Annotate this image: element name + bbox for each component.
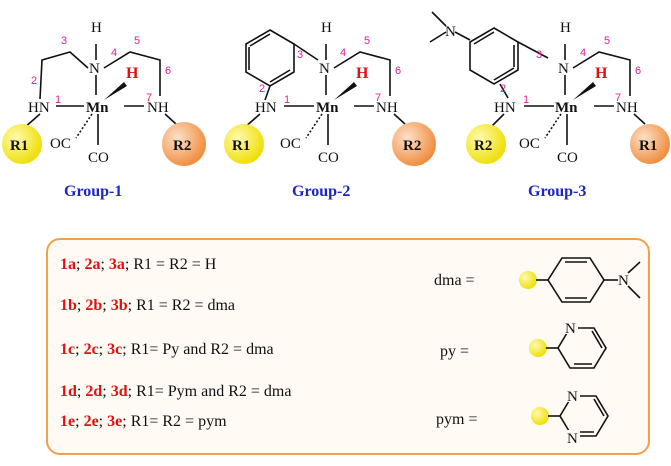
group-2-co: CO [318,150,339,166]
group-1-locant-2: 2 [31,75,37,87]
group-3-r-right: R1 [639,138,657,154]
group-3-locant-6: 6 [635,65,641,77]
group-1-metal: Mn [86,100,109,116]
group-3-hn-left: HN [494,100,516,116]
pym-structure: N N [531,388,609,447]
group-3-hydride: H [595,65,608,82]
legend-row-a: 1a; 2a; 3a; R1 = R2 = H [60,256,217,273]
group-3-metal: Mn [555,100,578,116]
group-2-oc: OC [280,136,301,152]
group-2-r-right: R2 [403,138,421,154]
group-3-right-ball [630,124,670,164]
pym-n-atom-2: N [567,431,578,447]
group-2-nh-hydrogen: H [321,20,332,36]
group-1-hydride: H [126,65,139,82]
group-3-locant-3: 3 [536,49,542,61]
group-2-label: Group-2 [292,183,350,200]
substituent-structures: N N N N [519,257,641,447]
group-2-locant-5: 5 [364,35,370,47]
legend-row-c: 1c; 2c; 3c; R1= Py and R2 = dma [60,341,274,358]
group-1-r2-ball [162,122,206,166]
group-3-amine-n4: N [558,61,569,77]
group-1-co: CO [88,150,109,166]
py-label: py = [440,343,470,360]
group-3-dimethyl-n: N [445,24,456,40]
group-1-nh-hydrogen: H [91,20,102,36]
group-3-locant-2: 2 [500,83,506,95]
group-2-locant-4: 4 [340,47,346,59]
group-2-r2-ball [392,122,436,166]
group-3-r-left: R2 [474,138,492,154]
group-1-locant-3: 3 [61,35,67,47]
group-3-locant-7: 7 [615,92,621,104]
legend-row-b: 1b; 2b; 3b; R1 = R2 = dma [60,297,236,314]
group-1-label: Group-1 [64,183,122,200]
group-2-locant-6: 6 [395,65,401,77]
dma-n-atom: N [618,273,629,289]
group-1-r1-ball [2,124,42,164]
group-1-r-left: R1 [10,138,28,154]
group-3-locant-5: 5 [604,35,610,47]
group-1-locant-7: 7 [146,92,152,104]
substituent-legend-box: 1a; 2a; 3a; R1 = R2 = H 1b; 2b; 3b; R1 =… [46,238,650,455]
group-2-metal: Mn [316,100,339,116]
group-2-hydride: H [356,65,369,82]
group-2-r1-ball [224,124,264,164]
group-3-co: CO [557,150,578,166]
group-3-locant-1: 1 [523,94,529,106]
group-1-hn-left: HN [28,100,50,116]
group-1-structure: H N HN NH Mn H OC CO 1 2 3 4 5 6 7 R1 R2… [2,20,206,200]
group-1-locant-1: 1 [55,94,61,106]
py-structure: N [529,320,607,369]
pym-label: pym = [436,411,478,428]
group-3-structure: N H N HN NH Mn H OC CO 1 2 3 4 5 6 7 R2 … [429,11,670,200]
group-2-locant-2: 2 [259,83,265,95]
legend-row-d: 1d; 2d; 3d; R1= Pym and R2 = dma [60,383,292,400]
pym-n-atom-1: N [567,389,578,405]
group-2-locant-7: 7 [375,92,381,104]
group-2-locant-1: 1 [284,94,290,106]
group-3-locant-4: 4 [580,47,586,59]
group-3-label: Group-3 [528,183,586,200]
group-2-r-left: R1 [232,138,250,154]
group-2-locant-3: 3 [297,49,303,61]
group-1-r-right: R2 [173,138,191,154]
group-2-hn-left: HN [255,100,277,116]
group-1-amine-n4: N [89,61,100,77]
group-2-nh-right: NH [376,100,398,116]
group-3-left-ball [466,124,506,164]
group-2-amine-n4: N [319,61,330,77]
group-3-oc: OC [519,136,540,152]
group-3-nh-right: NH [616,100,638,116]
dma-label: dma = [434,272,475,289]
group-1-locant-5: 5 [134,35,140,47]
py-n-atom: N [565,321,576,337]
group-1-locant-6: 6 [165,65,171,77]
legend-row-e: 1e; 2e; 3e; R1= R2 = pym [60,413,227,430]
group-3-nh-hydrogen: H [560,20,571,36]
group-2-structure: H N HN NH Mn H OC CO 1 2 3 4 5 6 7 R1 R2… [224,20,436,200]
group-1-locant-4: 4 [111,47,117,59]
dma-structure: N [519,257,641,303]
group-1-oc: OC [50,136,71,152]
group-1-nh-right: NH [147,100,169,116]
